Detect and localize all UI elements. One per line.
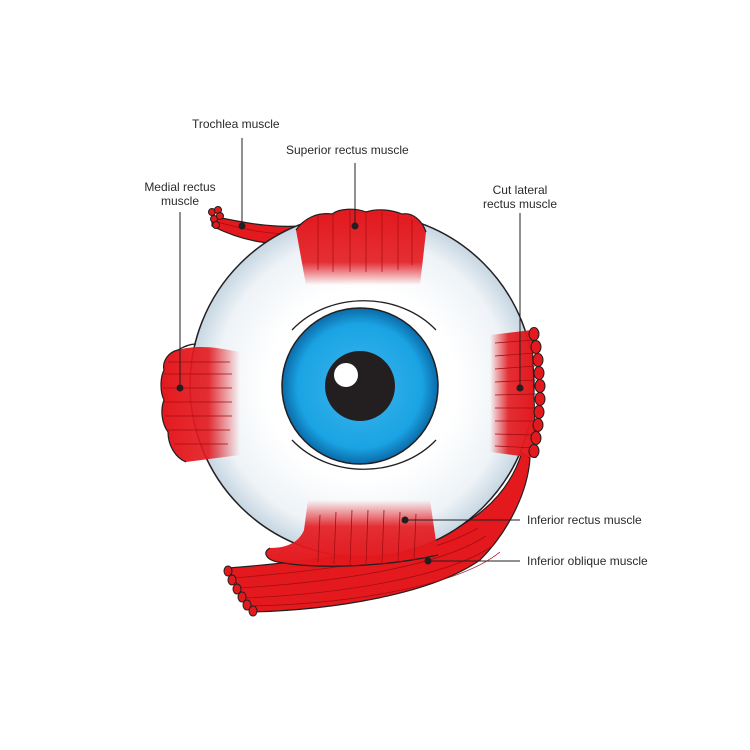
label-lateral-rectus-line2: rectus muscle	[482, 197, 558, 211]
superior-rectus-muscle	[295, 208, 427, 285]
pupil-highlight	[334, 363, 358, 387]
label-medial-rectus-line1: Medial rectus	[144, 180, 216, 194]
eye-front	[281, 300, 439, 470]
leader-dots	[176, 222, 524, 565]
label-inferior-oblique-muscle: Inferior oblique muscle	[527, 554, 648, 568]
leader-lines	[179, 138, 521, 562]
lateral-rectus-fiber-ends	[528, 327, 546, 458]
lateral-rectus-muscle	[490, 327, 546, 459]
label-lateral-rectus-line1: Cut lateral	[492, 183, 548, 197]
label-medial-rectus-muscle: Medial rectus muscle	[130, 180, 230, 208]
label-medial-rectus-line2: muscle	[160, 194, 199, 208]
medial-rectus-muscle	[160, 343, 240, 463]
label-lateral-rectus-muscle: Cut lateral rectus muscle	[465, 183, 575, 211]
label-superior-rectus-muscle: Superior rectus muscle	[286, 143, 409, 157]
label-trochlea-muscle: Trochlea muscle	[192, 117, 280, 131]
pupil	[325, 351, 395, 421]
label-inferior-rectus-muscle: Inferior rectus muscle	[527, 513, 642, 527]
inferior-oblique-fiber-ends	[223, 565, 258, 617]
inferior-rectus-muscle	[265, 500, 439, 567]
